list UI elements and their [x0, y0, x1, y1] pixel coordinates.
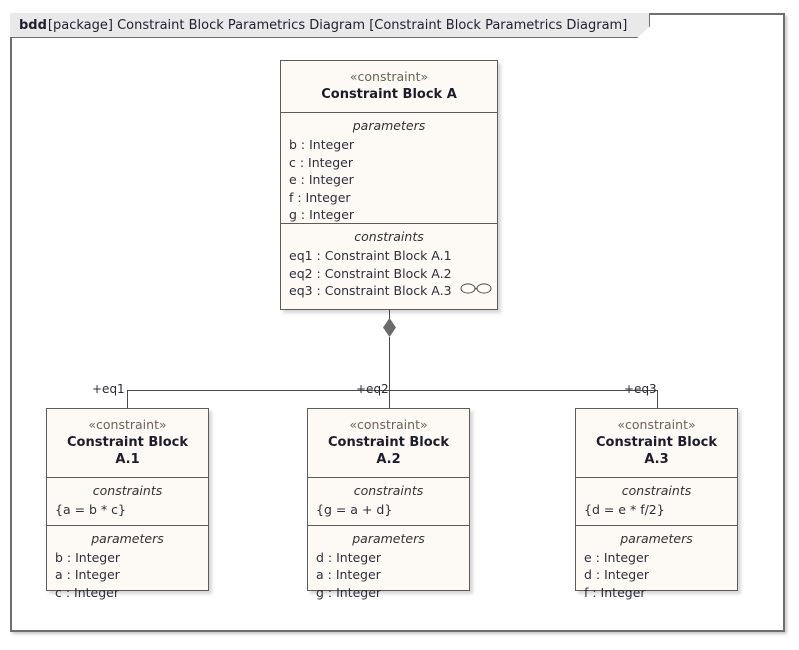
- block-a1-constraints-list: {a = b * c}: [47, 501, 208, 525]
- block-constraint-block-a-3[interactable]: «constraint» Constraint Block A.3 constr…: [575, 408, 738, 600]
- block-a1-parameters-compartment: parameters b : Integer a : Integer c : I…: [47, 526, 208, 608]
- block-a-stereotype: «constraint»: [349, 69, 429, 84]
- block-a2-parameters-compartment: parameters d : Integer a : Integer g : I…: [308, 526, 469, 608]
- block-constraint-block-a[interactable]: «constraint» Constraint Block A paramete…: [280, 60, 498, 310]
- block-a3-parameters-compartment: parameters e : Integer d : Integer f : I…: [576, 526, 737, 608]
- list-item: a : Integer: [55, 567, 120, 583]
- tree-drop-eq1: [127, 390, 128, 408]
- list-item: {g = a + d}: [316, 502, 393, 517]
- block-a-constraints-compartment: constraints eq1 : Constraint Block A.1 e…: [281, 224, 497, 306]
- block-a-parameters-list: b : Integer c : Integer e : Integer f : …: [281, 136, 497, 230]
- block-a2-title: Constraint Block A.2: [328, 435, 449, 467]
- block-a2-parameters-label: parameters: [352, 530, 425, 546]
- list-item: c : Integer: [289, 154, 353, 170]
- block-a3-parameters-list: e : Integer d : Integer f : Integer: [576, 549, 737, 608]
- diagram-kind-keyword: bdd: [19, 17, 47, 33]
- list-item: f : Integer: [289, 189, 351, 205]
- list-item: eq1 : Constraint Block A.1: [289, 248, 452, 263]
- list-item: d : Integer: [316, 549, 382, 565]
- tree-drop-eq3: [657, 390, 658, 408]
- list-item: g : Integer: [316, 584, 382, 600]
- list-item: f : Integer: [584, 584, 646, 600]
- list-item: c : Integer: [55, 584, 119, 600]
- block-a2-name-compartment: «constraint» Constraint Block A.2: [308, 409, 469, 478]
- block-a-parameters-compartment: parameters b : Integer c : Integer e : I…: [281, 113, 497, 224]
- block-a2-constraints-label: constraints: [353, 483, 424, 498]
- block-a1-stereotype: «constraint»: [88, 417, 167, 432]
- block-a-constraints-label: constraints: [354, 229, 424, 244]
- diagram-qualifier: [package]: [47, 17, 113, 33]
- block-a2-stereotype: «constraint»: [349, 417, 428, 432]
- block-a3-title: Constraint Block A.3: [596, 435, 717, 467]
- list-item-label: eq3 : Constraint Block A.3: [289, 283, 452, 299]
- list-item: b : Integer: [55, 549, 121, 565]
- tree-connector-bus: [127, 390, 658, 391]
- block-a3-parameters-label: parameters: [620, 530, 693, 546]
- block-a2-constraints-compartment: constraints {g = a + d}: [308, 478, 469, 526]
- block-a3-constraints-list: {d = e * f/2}: [576, 501, 737, 525]
- edge-label-eq2: +eq2: [356, 382, 389, 396]
- edge-label-eq3: +eq3: [624, 382, 657, 396]
- block-a2-parameters-list: d : Integer a : Integer g : Integer: [308, 549, 469, 608]
- composition-diamond: [383, 318, 396, 337]
- list-item: e : Integer: [289, 172, 354, 188]
- block-a1-constraints-label: constraints: [92, 483, 163, 498]
- block-a3-name-compartment: «constraint» Constraint Block A.3: [576, 409, 737, 478]
- block-constraint-block-a-2[interactable]: «constraint» Constraint Block A.2 constr…: [307, 408, 470, 600]
- block-a1-title: Constraint Block A.1: [67, 435, 188, 467]
- list-item: a : Integer: [316, 567, 381, 583]
- block-a1-parameters-label: parameters: [91, 530, 164, 546]
- diagram-frame-header: bdd [package] Constraint Block Parametri…: [10, 13, 650, 38]
- list-item: e : Integer: [584, 549, 649, 565]
- list-item: g : Integer: [289, 207, 355, 223]
- block-a-constraints-list: eq1 : Constraint Block A.1 eq2 : Constra…: [281, 247, 497, 306]
- tree-drop-eq2: [389, 390, 390, 408]
- block-a3-constraints-compartment: constraints {d = e * f/2}: [576, 478, 737, 526]
- block-a-title: Constraint Block A: [321, 87, 457, 102]
- diagram-title: [Constraint Block Parametrics Diagram]: [369, 17, 628, 33]
- block-a3-stereotype: «constraint»: [617, 417, 696, 432]
- block-a1-name-compartment: «constraint» Constraint Block A.1: [47, 409, 208, 478]
- block-a2-constraints-list: {g = a + d}: [308, 501, 469, 525]
- block-constraint-block-a-1[interactable]: «constraint» Constraint Block A.1 constr…: [46, 408, 209, 600]
- binding-connector-icon: [460, 282, 492, 300]
- block-a1-constraints-compartment: constraints {a = b * c}: [47, 478, 208, 526]
- edge-label-eq1: +eq1: [92, 382, 125, 396]
- block-a1-parameters-list: b : Integer a : Integer c : Integer: [47, 549, 208, 608]
- block-a-name-compartment: «constraint» Constraint Block A: [281, 61, 497, 113]
- list-item: {d = e * f/2}: [584, 502, 665, 517]
- list-item: eq2 : Constraint Block A.2: [289, 265, 452, 281]
- list-item: d : Integer: [584, 567, 650, 583]
- list-item: b : Integer: [289, 137, 355, 152]
- list-item: eq3 : Constraint Block A.3: [281, 282, 497, 300]
- block-a-parameters-label: parameters: [352, 118, 426, 133]
- block-a3-constraints-label: constraints: [621, 483, 692, 498]
- composition-stem-lower: [389, 337, 390, 390]
- list-item: {a = b * c}: [55, 502, 126, 517]
- diagram-package-name: Constraint Block Parametrics Diagram: [117, 17, 366, 33]
